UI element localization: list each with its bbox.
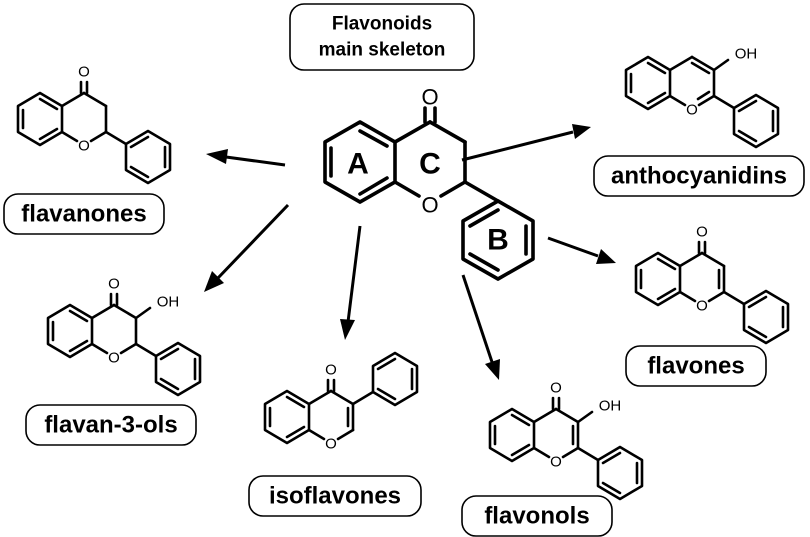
isoflavones-carbonyl-o: O: [325, 362, 337, 379]
flavonols-label-box: [461, 495, 613, 537]
arrow-to-flavones: [547, 236, 616, 264]
flavanones-carbonyl-o: O: [78, 64, 90, 81]
molecule-anthocyanidins: OH O anthocyanidins: [593, 46, 805, 197]
central-skeleton: O O A C B: [323, 85, 535, 281]
flavonols-label: flavonols: [484, 503, 589, 530]
title-frame: [289, 3, 475, 71]
flavan-3-ols-label-box: [25, 404, 197, 446]
isoflavones-label: isoflavones: [269, 483, 401, 510]
flavones-ring-o: O: [696, 298, 708, 315]
title-line-2: main skeleton: [319, 40, 446, 61]
flavonols-carbonyl-o: O: [550, 380, 562, 397]
anthocyanidins-label: anthocyanidins: [611, 163, 787, 190]
arrow-to-isoflavones: [340, 225, 362, 340]
flavan-3-ols-carbonyl-o: O: [108, 276, 120, 293]
molecule-flavanones: O O flavanones: [3, 64, 172, 235]
central-carbonyl-o: O: [421, 85, 438, 110]
ring-letter-b: B: [487, 224, 509, 257]
molecule-isoflavones: O O isoflavones: [248, 351, 422, 517]
arrow-to-anthocyanidins: [461, 124, 591, 162]
anthocyanidins-hydroxyl: OH: [735, 46, 758, 63]
flavanones-label-box: [3, 193, 165, 235]
isoflavones-label-box: [248, 475, 422, 517]
title-line-1: Flavonoids: [332, 14, 432, 35]
central-ring-o: O: [421, 193, 438, 218]
ring-letter-c: C: [419, 148, 441, 181]
ring-letter-a: A: [347, 148, 369, 181]
title-box: Flavonoids main skeleton: [289, 3, 475, 71]
arrows: [204, 124, 616, 380]
flavones-label: flavones: [647, 353, 744, 380]
anthocyanidins-ring-o: O: [686, 102, 698, 119]
flavones-carbonyl-o: O: [696, 224, 708, 241]
anthocyanidins-label-box: [593, 155, 805, 197]
flavanones-label: flavanones: [21, 201, 146, 228]
flavan-3-ols-label: flavan-3-ols: [44, 412, 177, 439]
flavonols-hydroxyl: OH: [599, 398, 622, 415]
molecule-flavan-3-ols: O OH O flavan-3-ols: [25, 276, 202, 446]
molecule-flavones: O O flavones: [625, 224, 790, 387]
flavonols-ring-o: O: [550, 454, 562, 471]
arrow-to-flavonols: [461, 274, 500, 380]
flavanones-ring-o: O: [78, 138, 90, 155]
arrow-to-flavanones: [206, 149, 286, 167]
flavones-label-box: [625, 345, 767, 387]
flavan-3-ols-hydroxyl: OH: [157, 294, 180, 311]
isoflavones-ring-o: O: [325, 436, 337, 453]
arrow-to-flavan-3-ols: [204, 203, 290, 292]
flavan-3-ols-ring-o: O: [108, 350, 120, 367]
molecule-flavonols: O OH O flavonols: [461, 380, 644, 537]
